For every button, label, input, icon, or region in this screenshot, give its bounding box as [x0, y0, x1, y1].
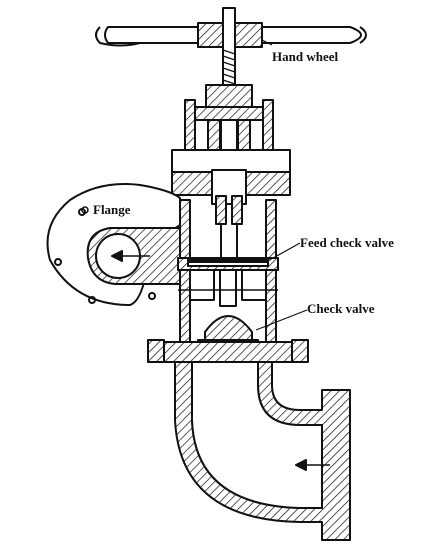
flange-label: Flange: [93, 202, 131, 217]
check-valve-leader: [255, 309, 308, 331]
check-valve-label: Check valve: [307, 301, 375, 316]
elbow-outlet: [174, 361, 351, 541]
hand-wheel: [95, 22, 367, 48]
hand-wheel-label: Hand wheel: [272, 49, 338, 64]
side-flange: [46, 183, 181, 306]
feed-check-valve-disc: [187, 257, 269, 263]
bonnet: [171, 84, 291, 225]
handwheel-leader: [261, 39, 273, 46]
body-flange: [147, 339, 309, 363]
feed-check-valve-label: Feed check valve: [300, 235, 394, 250]
spindle: [220, 7, 238, 271]
feed-check-leader: [265, 242, 301, 263]
flange-bolt-icon: [81, 206, 89, 214]
